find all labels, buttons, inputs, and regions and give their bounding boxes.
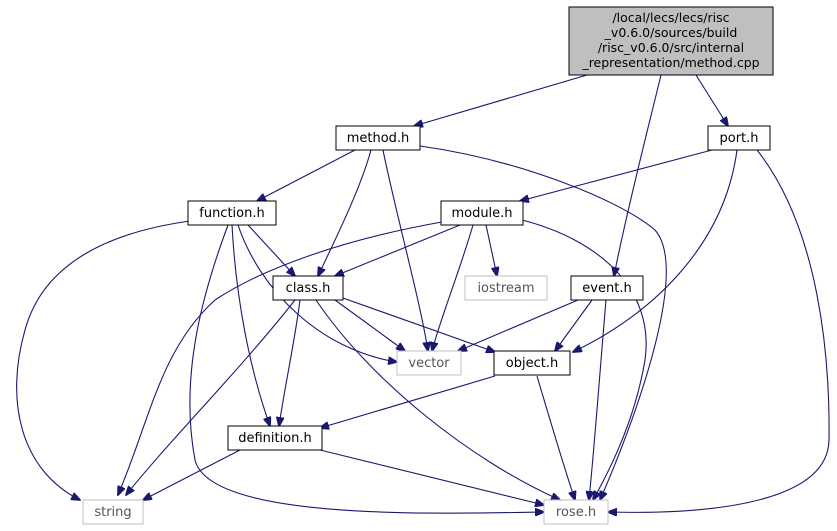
function-h-label: function.h [199,206,264,221]
module-h-label: module.h [451,206,512,221]
edge-port-h-to-rose-h [608,149,830,512]
edge-object-h-to-definition-h [320,375,496,428]
node-object-h[interactable]: object.h [493,350,571,376]
node-rose-h[interactable]: rose.h [543,499,609,525]
edge-method-h-to-function-h [257,149,356,201]
string-label: string [94,505,131,520]
edge-class-h-to-definition-h [279,299,301,426]
rose-h-label: rose.h [556,505,596,520]
port-h-label: port.h [719,131,758,146]
edge-class-h-to-object-h [342,297,495,352]
edge-function-h-to-vector [237,224,397,362]
edge-method-h-to-rose-h [419,145,667,500]
root-file-line-1: /local/lecs/lecs/risc [612,10,729,25]
event-h-label: event.h [582,281,631,296]
edge-module-h-to-rose-h [521,219,647,500]
node-vector[interactable]: vector [396,350,462,376]
edge-root-to-event-h [614,74,662,276]
edge-class-h-to-vector [334,299,405,351]
edges [16,74,830,513]
node-class-h[interactable]: class.h [272,275,344,301]
node-definition-h[interactable]: definition.h [227,425,323,451]
root-file-line-4: _representation/method.cpp [581,55,759,70]
edge-root-to-method-h [414,74,588,126]
edge-event-h-to-vector [458,299,579,351]
node-module-h[interactable]: module.h [440,200,524,226]
iostream-label: iostream [477,281,534,296]
vector-label: vector [408,356,450,371]
edge-event-h-to-rose-h [589,299,607,500]
edge-module-h-to-string [118,221,443,495]
edge-function-h-to-class-h [247,224,295,276]
node-string[interactable]: string [82,499,144,525]
edge-class-h-to-string [126,299,296,495]
edge-definition-h-to-rose-h [319,449,544,505]
edge-root-to-port-h [695,74,728,126]
root-file-line-2: _v0.6.0/sources/build [604,25,738,40]
method-h-label: method.h [347,131,410,146]
edge-module-h-to-vector [432,224,474,351]
class-h-label: class.h [286,281,331,296]
node-port-h[interactable]: port.h [707,125,771,151]
edge-object-h-to-rose-h [536,375,575,500]
edge-method-h-to-vector [382,149,428,351]
edge-module-h-to-class-h [335,224,461,276]
node-method-h[interactable]: method.h [335,125,421,151]
node-iostream[interactable]: iostream [464,275,548,301]
edge-port-h-to-object-h [573,149,738,352]
edge-function-h-to-definition-h [231,224,270,426]
root-file-line-3: /risc_v0.6.0/src/internal [598,40,744,55]
edge-port-h-to-module-h [520,149,713,201]
node-function-h[interactable]: function.h [187,200,277,226]
edge-definition-h-to-string [143,449,241,500]
node-event-h[interactable]: event.h [570,275,644,301]
edge-module-h-to-iostream [485,224,497,276]
object-h-label: object.h [506,356,558,371]
definition-h-label: definition.h [238,431,312,446]
edge-event-h-to-object-h [555,299,593,351]
edge-class-h-to-rose-h [315,299,560,500]
node-root-file[interactable]: /local/lecs/lecs/risc _v0.6.0/sources/bu… [568,6,774,76]
edge-function-h-to-string [16,220,191,500]
edge-method-h-to-class-h [318,149,372,276]
edge-function-h-to-rose-h [189,224,544,513]
